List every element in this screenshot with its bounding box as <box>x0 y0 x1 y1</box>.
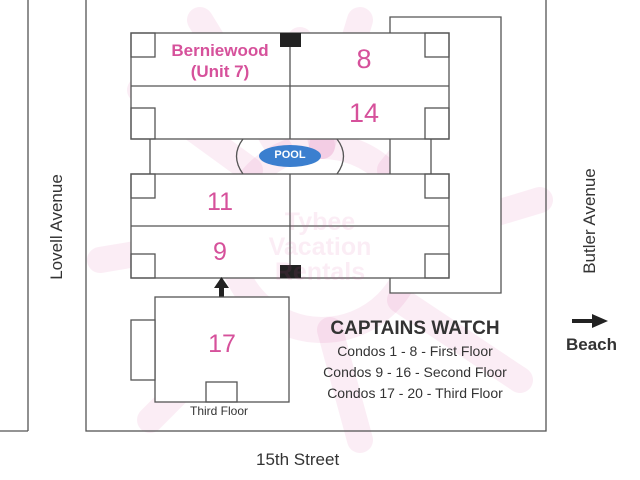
pool-label: POOL <box>274 149 306 161</box>
legend-line2: Condos 9 - 16 - Second Floor <box>323 364 507 380</box>
property-boundary <box>85 0 547 432</box>
north-building <box>130 32 450 140</box>
south-building <box>130 173 450 279</box>
third-floor-label: Third Floor <box>190 404 249 418</box>
watermark-line3: Rentals <box>274 258 366 286</box>
entrance-arrow-icon <box>214 277 229 299</box>
berniewood-label: Berniewood (Unit 7) <box>150 40 290 82</box>
pool <box>259 145 321 167</box>
watermark-text: Tybee Vacation Rentals <box>240 210 400 285</box>
watermark-line2: Vacation <box>268 233 372 261</box>
berniewood-unit: (Unit 7) <box>190 62 250 81</box>
lovell-avenue-label: Lovell Avenue <box>47 174 66 280</box>
legend-title: CAPTAINS WATCH <box>330 318 500 339</box>
unit-11-label: 11 <box>207 188 233 216</box>
beach-label: Beach <box>566 335 618 354</box>
butler-avenue-label: Butler Avenue <box>580 168 599 274</box>
legend: CAPTAINS WATCH Condos 1 - 8 - First Floo… <box>306 317 524 404</box>
legend-line3: Condos 17 - 20 - Third Floor <box>327 385 503 401</box>
pool-deck <box>235 138 345 175</box>
unit-8-label: 8 <box>356 44 372 74</box>
berniewood-name: Berniewood <box>171 41 269 60</box>
unit-17-building <box>130 296 290 403</box>
beach-arrow-icon <box>572 314 608 328</box>
stairwell-south <box>280 265 301 278</box>
unit-9-label: 9 <box>213 238 227 266</box>
unit-17-label: 17 <box>208 330 236 358</box>
legend-line1: Condos 1 - 8 - First Floor <box>337 343 493 359</box>
fifteenth-street-label: 15th Street <box>256 450 340 469</box>
stairwell-north <box>280 33 301 47</box>
watermark-line1: Tybee <box>284 208 356 236</box>
unit-14-label: 14 <box>348 98 380 128</box>
